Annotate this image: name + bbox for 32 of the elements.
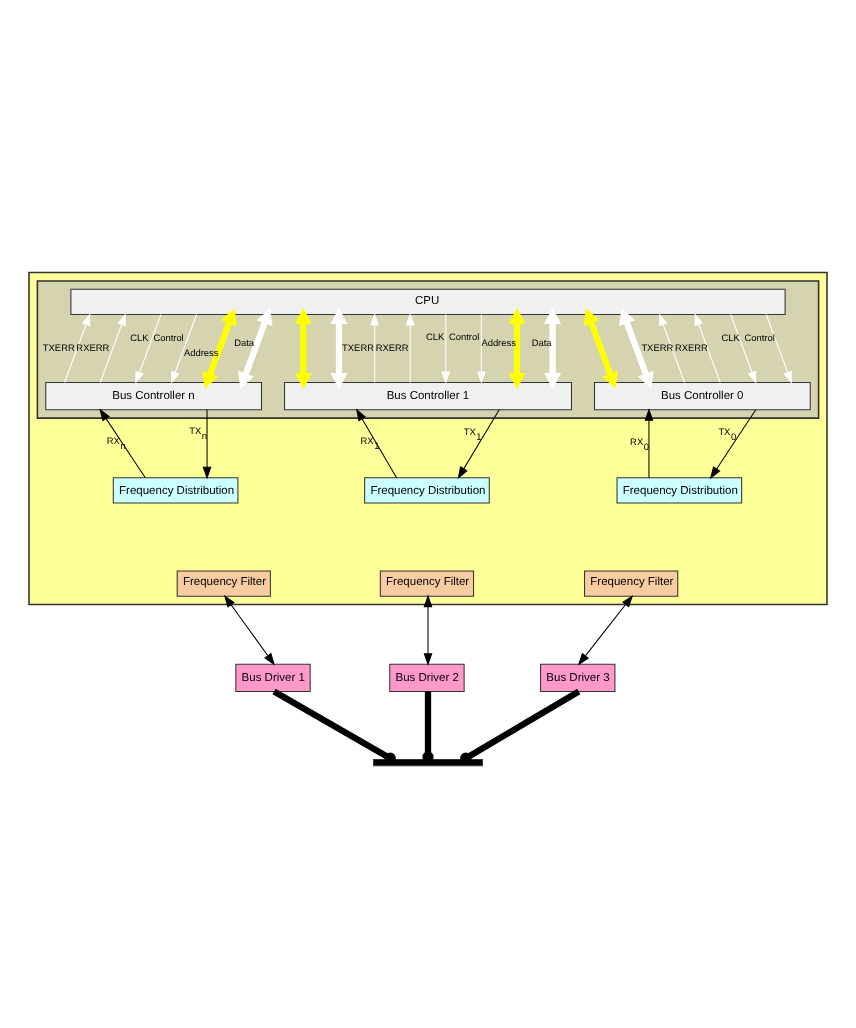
arrow	[544, 306, 562, 389]
arrow	[694, 311, 721, 383]
connector	[272, 687, 396, 763]
arrow	[583, 307, 619, 388]
arrow	[202, 408, 212, 479]
arrow	[99, 311, 126, 383]
arrow	[577, 593, 634, 665]
arrow	[405, 311, 415, 383]
connector	[460, 687, 581, 763]
arrow	[658, 311, 686, 383]
arrow	[765, 312, 792, 384]
arrow	[619, 307, 654, 388]
arrow	[135, 312, 162, 384]
arrow	[170, 312, 198, 384]
arrow	[202, 307, 237, 388]
arrow	[730, 312, 757, 384]
arrow	[294, 306, 312, 389]
arrow	[457, 408, 500, 479]
arrow	[441, 312, 451, 384]
arrow	[709, 408, 757, 479]
arrow	[237, 307, 273, 388]
arrow	[477, 312, 486, 384]
connector	[422, 690, 434, 762]
arrow	[508, 306, 526, 389]
arrow	[370, 311, 379, 383]
arrow	[423, 593, 433, 665]
arrow	[223, 593, 275, 665]
arrow	[99, 407, 146, 478]
arrow	[644, 407, 654, 478]
arrow	[64, 311, 91, 383]
arrow	[356, 407, 398, 478]
arrow	[330, 306, 348, 389]
